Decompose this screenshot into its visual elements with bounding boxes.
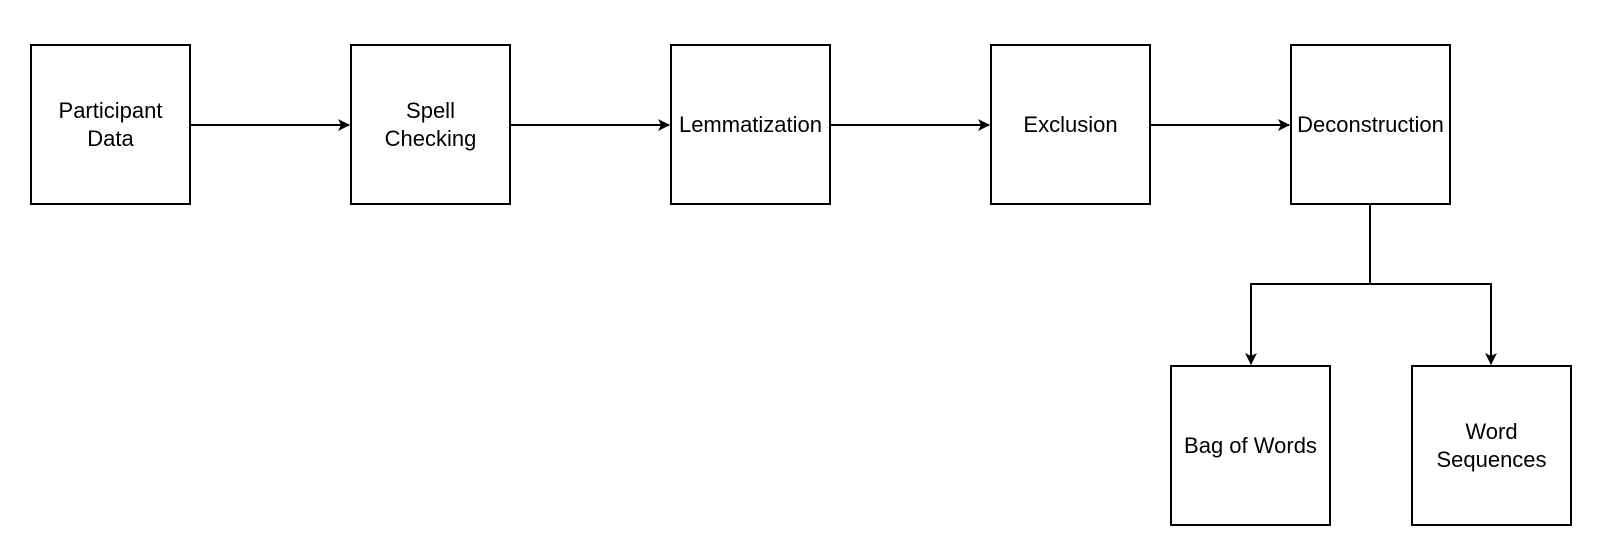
node-word-sequences: Word Sequences xyxy=(1411,365,1572,526)
node-word-sequences-label: Word Sequences xyxy=(1436,418,1547,472)
node-participant-data-label: Participant Data xyxy=(58,97,163,151)
node-exclusion: Exclusion xyxy=(990,44,1151,205)
node-exclusion-label: Exclusion xyxy=(1023,111,1118,137)
node-lemmatization: Lemmatization xyxy=(670,44,831,205)
node-deconstruction-label: Deconstruction xyxy=(1297,111,1444,137)
node-deconstruction: Deconstruction xyxy=(1290,44,1451,205)
edge-deconstruction-to-word-sequences xyxy=(1370,283,1497,365)
edge-deconstruction-to-bag-of-words xyxy=(1245,205,1371,365)
node-participant-data: Participant Data xyxy=(30,44,191,205)
node-spell-checking: Spell Checking xyxy=(350,44,511,205)
node-lemmatization-label: Lemmatization xyxy=(678,111,823,137)
node-bag-of-words-label: Bag of Words xyxy=(1184,432,1317,458)
node-bag-of-words: Bag of Words xyxy=(1170,365,1331,526)
node-spell-checking-label: Spell Checking xyxy=(384,97,477,151)
